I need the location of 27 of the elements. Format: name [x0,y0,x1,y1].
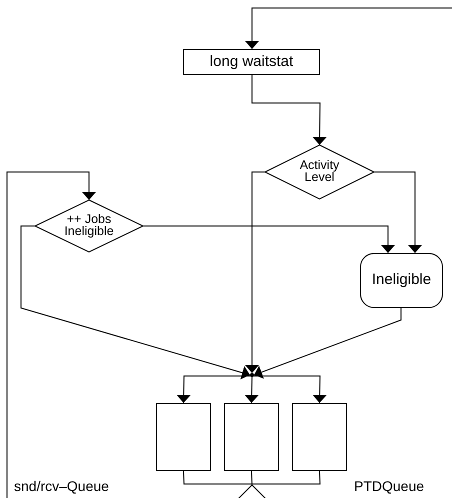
arrow [254,308,402,379]
node-label: Activity Level [298,160,340,184]
arrow [374,172,422,254]
arrow [244,376,259,404]
connector-line [183,470,252,486]
queue-label: snd/rcv–Queue [14,479,109,493]
arrow [245,172,266,374]
arrow [252,376,327,404]
process-box [156,403,211,471]
node-label: long waitstat [210,54,294,70]
arrow [245,8,452,50]
decision-diamond [35,200,143,252]
arrow [252,74,327,146]
arrow [6,172,96,498]
node-label: Ineligible [372,273,432,288]
connector-line [251,470,252,486]
connector-line [252,470,321,486]
arrow [142,226,395,254]
process-box [292,403,347,471]
node-label: ++ Jobs Ineligible [63,214,115,238]
decision-diamond [265,145,374,199]
arrow [176,376,252,404]
queue-label: PTDQueue [354,479,424,493]
rounded-box [360,253,443,308]
arrow [20,226,250,380]
process-box [183,49,320,75]
process-box [224,403,279,471]
